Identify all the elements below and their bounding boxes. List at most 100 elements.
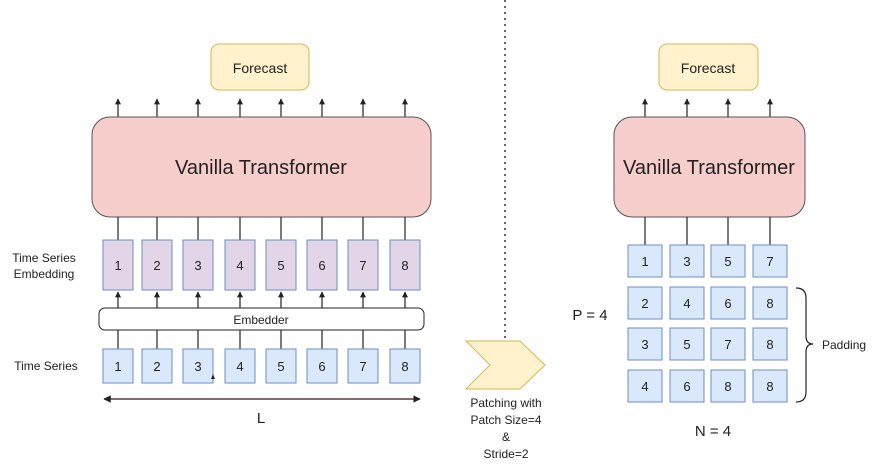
p-label: P = 4 bbox=[572, 307, 607, 324]
embedding-token-6-label: 6 bbox=[318, 258, 325, 273]
series-token-4-label: 4 bbox=[236, 359, 243, 374]
embedding-token-5-box bbox=[265, 239, 297, 291]
series-connectors bbox=[117, 330, 406, 349]
patch-cell-r1c3-box bbox=[710, 244, 746, 278]
series-token-8-box bbox=[389, 348, 421, 384]
patch-cell-r3c3-box bbox=[710, 327, 746, 361]
right-transformer-label: Vanilla Transformer bbox=[623, 157, 795, 179]
series-token-6-label: 6 bbox=[318, 359, 325, 374]
patch-cell-r2c1-label: 2 bbox=[641, 296, 648, 311]
embedding-token-7-box bbox=[347, 239, 379, 291]
embedder-box bbox=[98, 307, 425, 331]
right-output-arrows bbox=[642, 98, 773, 117]
n-label: N = 4 bbox=[695, 423, 731, 440]
patch-cell-r2c2-label: 4 bbox=[683, 296, 690, 311]
left-panel: Forecast Vanilla Transformer Time Series… bbox=[12, 43, 432, 427]
embedding-token-3-label: 3 bbox=[194, 258, 201, 273]
patch-cell-r3c4-box bbox=[752, 327, 788, 361]
cursor-mark-icon bbox=[211, 374, 215, 379]
embedding-token-6-box bbox=[306, 239, 338, 291]
patch-cell-r1c1-box bbox=[627, 244, 663, 278]
series-token-5-label: 5 bbox=[277, 359, 284, 374]
patch-cell-r4c4-label: 8 bbox=[766, 379, 773, 394]
embedding-token-5-label: 5 bbox=[277, 258, 284, 273]
patching-caption-line2: Patch Size=4 bbox=[470, 413, 541, 427]
patch-cell-r4c2-label: 6 bbox=[683, 379, 690, 394]
patch-cell-r3c2-label: 5 bbox=[683, 337, 690, 352]
series-token-2-label: 2 bbox=[153, 359, 160, 374]
patch-cell-r3c4-label: 8 bbox=[766, 337, 773, 352]
patch-cell-r3c2-box bbox=[669, 327, 705, 361]
embedding-token-2-box bbox=[141, 239, 173, 291]
left-transformer-box bbox=[91, 116, 432, 218]
embedding-token-2-label: 2 bbox=[153, 258, 160, 273]
patch-cell-r3c1-box bbox=[627, 327, 663, 361]
padding-brace bbox=[795, 287, 814, 403]
series-label: Time Series bbox=[14, 359, 78, 373]
patch-cell-r4c4-box bbox=[752, 369, 788, 403]
embedding-token-4-box bbox=[224, 239, 256, 291]
patching-caption-line3: & bbox=[502, 430, 510, 444]
embedding-token-8-box bbox=[389, 239, 421, 291]
embedding-label-line2: Embedding bbox=[14, 267, 75, 281]
embedding-token-7-label: 7 bbox=[359, 258, 366, 273]
patch-grid: 1 3 5 7 2 4 6 8 3 5 7 8 4 6 8 8 bbox=[627, 244, 788, 403]
patch-cell-r2c1-box bbox=[627, 286, 663, 320]
patch-cell-r1c3-label: 5 bbox=[724, 254, 731, 269]
series-token-4-box bbox=[224, 348, 256, 384]
series-token-3-box bbox=[182, 348, 214, 384]
patch-cell-r1c4-label: 7 bbox=[766, 254, 773, 269]
patching-caption-line4: Stride=2 bbox=[483, 447, 528, 461]
embedding-token-3-box bbox=[182, 239, 214, 291]
embedder-output-arrows bbox=[115, 291, 408, 308]
series-token-6-box bbox=[306, 348, 338, 384]
embedding-label-line1: Time Series bbox=[12, 251, 76, 265]
patch-cell-r4c2-box bbox=[669, 369, 705, 403]
patch-cell-r4c1-label: 4 bbox=[641, 379, 648, 394]
patch-cell-r2c3-label: 6 bbox=[724, 296, 731, 311]
patch-cell-r2c4-label: 8 bbox=[766, 296, 773, 311]
patch-cell-r3c1-label: 3 bbox=[641, 337, 648, 352]
left-output-arrows bbox=[115, 98, 408, 117]
patch-cell-r2c4-box bbox=[752, 286, 788, 320]
embedding-token-1-label: 1 bbox=[114, 258, 121, 273]
patch-cell-r2c2-box bbox=[669, 286, 705, 320]
embedding-token-4-label: 4 bbox=[236, 258, 243, 273]
patching-arrow-shape bbox=[464, 340, 546, 390]
right-transformer-box bbox=[613, 116, 806, 218]
patch-cell-r2c3-box bbox=[710, 286, 746, 320]
patch-cell-r4c3-box bbox=[710, 369, 746, 403]
patch-cell-r3c3-label: 7 bbox=[724, 337, 731, 352]
patch-cell-r1c2-label: 3 bbox=[683, 254, 690, 269]
embedding-token-8-label: 8 bbox=[401, 258, 408, 273]
series-token-3-label: 3 bbox=[194, 359, 201, 374]
series-token-7-box bbox=[347, 348, 379, 384]
embedding-tokens: 1 2 3 4 5 6 7 8 bbox=[102, 239, 421, 291]
series-token-2-box bbox=[141, 348, 173, 384]
patch-cell-r1c1-label: 1 bbox=[641, 254, 648, 269]
middle-section: Patching with Patch Size=4 & Stride=2 bbox=[464, 340, 546, 461]
right-forecast-box bbox=[658, 43, 759, 91]
right-panel: Forecast Vanilla Transformer 1 3 5 7 2 4 6 8 3 5 7… bbox=[572, 43, 866, 440]
padding-label: Padding bbox=[822, 338, 866, 352]
embedding-token-1-box bbox=[102, 239, 134, 291]
left-embedding-connectors bbox=[117, 217, 406, 240]
left-forecast-label: Forecast bbox=[233, 60, 288, 76]
patch-cell-r4c1-box bbox=[627, 369, 663, 403]
series-token-7-label: 7 bbox=[359, 359, 366, 374]
patching-caption-line1: Patching with bbox=[470, 396, 541, 410]
left-forecast-box bbox=[210, 43, 310, 91]
series-tokens: 1 2 3 4 5 6 7 8 bbox=[102, 348, 421, 384]
left-transformer-label: Vanilla Transformer bbox=[175, 157, 347, 179]
series-token-5-box bbox=[265, 348, 297, 384]
series-token-8-label: 8 bbox=[401, 359, 408, 374]
patch-cell-r1c4-box bbox=[752, 244, 788, 278]
series-token-1-box bbox=[102, 348, 134, 384]
patch-cell-r4c3-label: 8 bbox=[724, 379, 731, 394]
embedder-label: Embedder bbox=[233, 313, 288, 327]
patch-cell-r1c2-box bbox=[669, 244, 705, 278]
right-forecast-label: Forecast bbox=[681, 60, 736, 76]
series-token-1-label: 1 bbox=[114, 359, 121, 374]
length-label: L bbox=[257, 410, 265, 427]
